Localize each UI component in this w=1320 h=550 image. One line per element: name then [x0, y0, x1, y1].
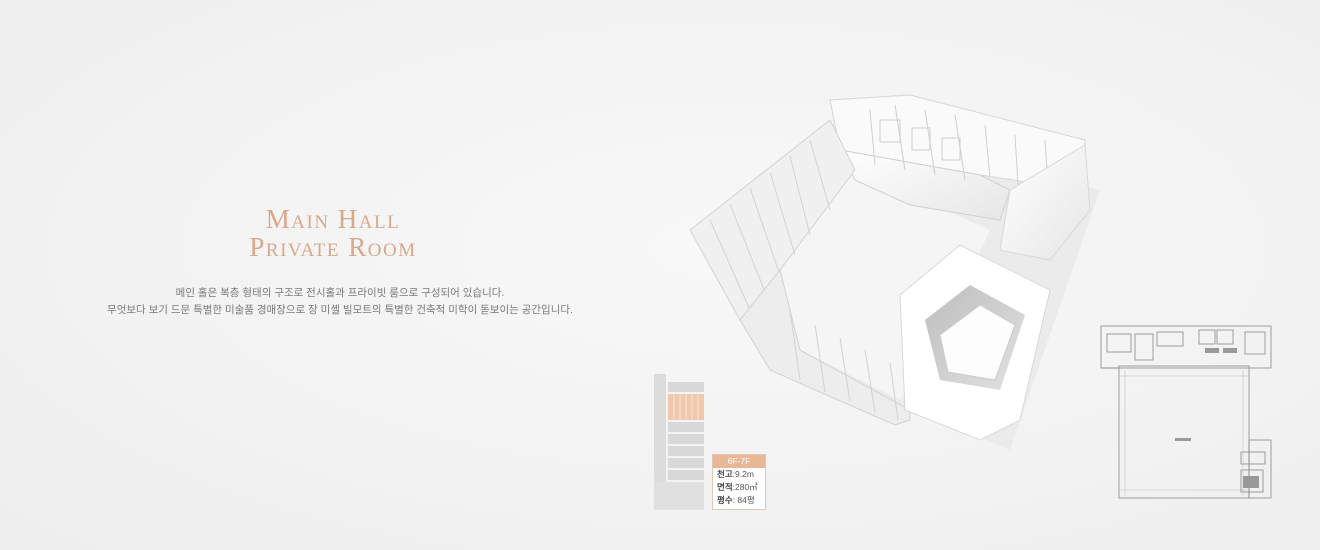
floor-area-value: :280㎡: [732, 482, 758, 492]
ceiling-height: 천고:9.2m: [713, 468, 765, 481]
title-line-2: Private Room: [249, 232, 417, 262]
floor-plan-drawing: [1100, 325, 1272, 499]
ceiling-height-label: 천고: [717, 469, 733, 479]
description-line-1: 메인 홀은 복층 형태의 구조로 전시홀과 프라이빗 룸으로 구성되어 있습니다…: [175, 287, 505, 299]
floor-area: 면적:280㎡: [713, 481, 765, 494]
ceiling-height-value: :9.2m: [732, 469, 754, 479]
floor-pyeong-value: : 84평: [732, 495, 755, 505]
floor-spec-card: 6F-7F 천고:9.2m 면적:280㎡ 평수: 84평: [712, 454, 766, 510]
3d-floor-model-illustration: [689, 94, 1100, 450]
floor-pyeong: 평수: 84평: [713, 494, 765, 507]
title-line-1: Main Hall: [265, 204, 401, 234]
floor-area-label: 면적: [717, 482, 733, 492]
floor-pyeong-label: 평수: [717, 495, 733, 505]
description: 메인 홀은 복층 형태의 구조로 전시홀과 프라이빗 룸으로 구성되어 있습니다…: [60, 285, 620, 319]
building-floor-stack-icon: [654, 374, 704, 510]
description-line-2: 무엇보다 보기 드문 특별한 미술품 경매장으로 장 미셸 빌모트의 특별한 건…: [107, 304, 573, 316]
section-title: Main Hall Private Room: [150, 205, 516, 261]
floor-label: 6F-7F: [713, 455, 765, 468]
